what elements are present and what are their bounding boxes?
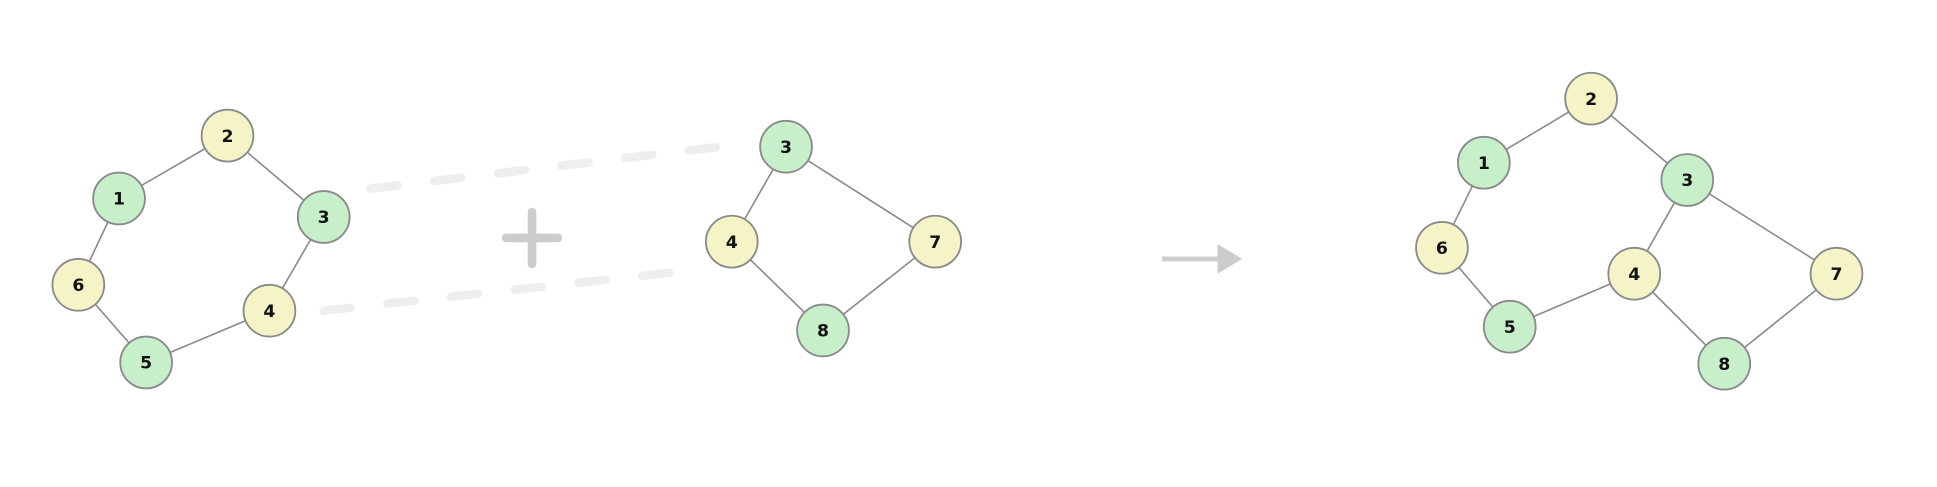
node-7: 7 xyxy=(1809,246,1864,301)
node-label: 7 xyxy=(1830,265,1842,285)
node-label: 8 xyxy=(1718,355,1730,375)
node-7: 7 xyxy=(908,214,963,269)
node-circle xyxy=(759,119,813,174)
node-6: 6 xyxy=(1415,220,1469,275)
node-circle xyxy=(1809,246,1864,301)
node-8: 8 xyxy=(1697,336,1752,391)
node-4: 4 xyxy=(242,283,297,338)
node-3: 3 xyxy=(296,190,351,244)
node-label: 4 xyxy=(263,302,275,322)
node-2: 2 xyxy=(1564,71,1618,126)
edge-3-7 xyxy=(785,146,936,243)
node-1: 1 xyxy=(1457,135,1511,190)
node-circle xyxy=(1660,153,1715,207)
middle-graph: 3 4 7 8 xyxy=(704,119,963,358)
node-4: 4 xyxy=(704,214,759,269)
node-circle xyxy=(51,257,106,312)
correspondence-line-3 xyxy=(366,139,745,193)
node-circle xyxy=(242,283,297,338)
node-label: 1 xyxy=(113,190,125,210)
edge-3-7 xyxy=(1686,179,1837,275)
node-circle xyxy=(1482,299,1537,354)
arrow-right-icon xyxy=(1162,244,1243,274)
node-label: 2 xyxy=(1585,90,1597,110)
node-5: 5 xyxy=(1482,299,1537,354)
result-graph: 1 2 3 4 5 6 7 8 xyxy=(1415,71,1864,391)
node-label: 3 xyxy=(1681,171,1693,191)
node-circle xyxy=(908,214,963,269)
node-6: 6 xyxy=(51,257,106,312)
node-label: 6 xyxy=(72,276,84,296)
node-circle xyxy=(1607,246,1662,301)
node-label: 1 xyxy=(1478,154,1490,174)
node-1: 1 xyxy=(92,171,146,226)
node-circle xyxy=(200,108,255,163)
correspondence-lines xyxy=(319,139,745,316)
node-label: 3 xyxy=(318,208,330,228)
node-label: 6 xyxy=(1436,239,1448,259)
node-4: 4 xyxy=(1607,246,1662,301)
node-label: 2 xyxy=(222,127,234,147)
node-2: 2 xyxy=(200,108,255,163)
node-3: 3 xyxy=(759,119,813,174)
plus-icon xyxy=(501,207,563,269)
node-label: 3 xyxy=(780,138,792,158)
node-3: 3 xyxy=(1660,153,1715,207)
node-label: 4 xyxy=(1628,265,1640,285)
node-circle xyxy=(1457,135,1511,190)
node-label: 4 xyxy=(726,233,738,253)
node-circle xyxy=(1564,71,1618,126)
node-label: 8 xyxy=(817,322,829,342)
node-label: 5 xyxy=(140,354,152,374)
node-8: 8 xyxy=(796,303,850,358)
node-circle xyxy=(796,303,850,358)
node-5: 5 xyxy=(119,335,173,390)
node-circle xyxy=(92,171,146,226)
left-graph: 1 2 3 4 5 6 xyxy=(51,108,351,390)
node-circle xyxy=(119,335,173,390)
node-circle xyxy=(1415,220,1469,275)
node-circle xyxy=(1697,336,1752,391)
correspondence-line-4 xyxy=(319,264,711,316)
node-circle xyxy=(296,190,351,244)
node-label: 5 xyxy=(1504,318,1516,338)
node-circle xyxy=(704,214,759,269)
node-label: 7 xyxy=(929,233,941,253)
